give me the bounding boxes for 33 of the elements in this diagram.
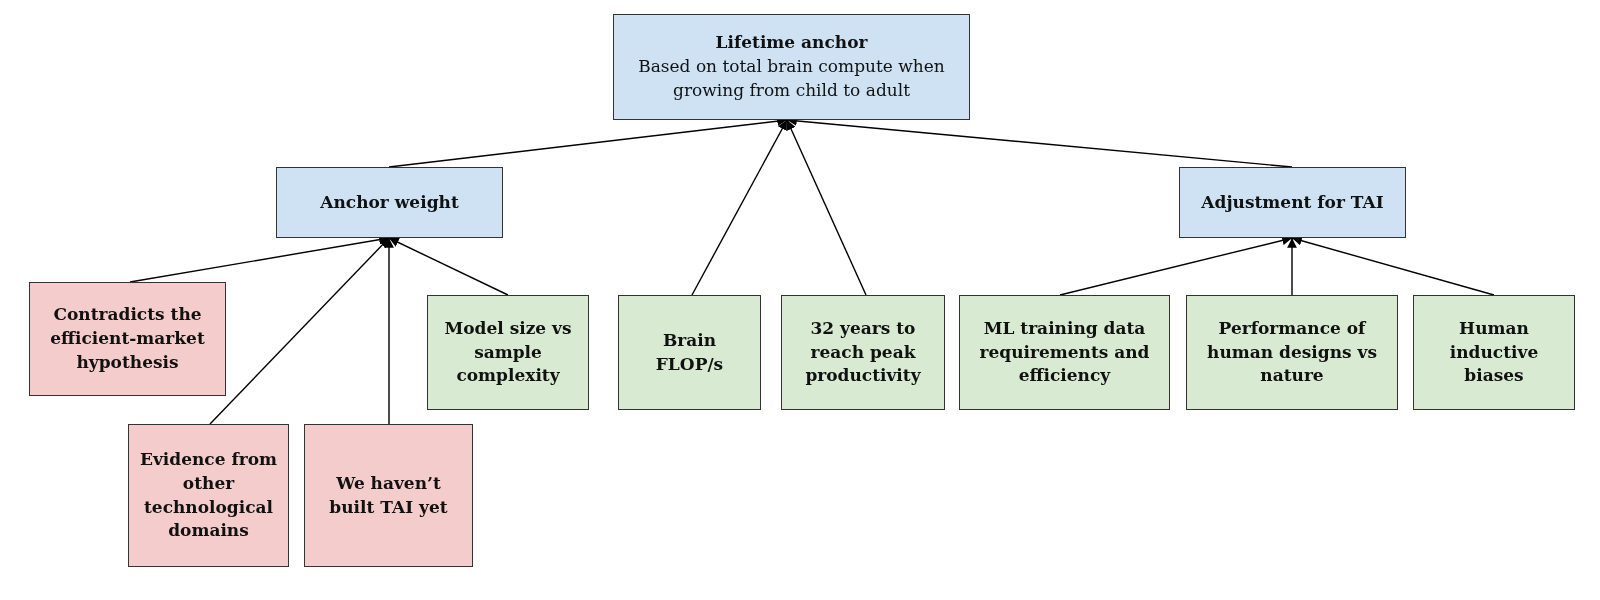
node-title: ML training data requirements and efficiency — [978, 316, 1151, 388]
arrow — [1059, 235, 1293, 296]
arrow — [691, 119, 788, 296]
factor-box — [1186, 295, 1398, 410]
factor-box — [959, 295, 1170, 410]
category-box — [276, 167, 503, 238]
node-description: Based on total brain compute when growing from child to adult — [637, 55, 946, 102]
factor-box — [618, 295, 761, 410]
node-title: We haven’t built TAI yet — [328, 471, 449, 519]
category-box — [1179, 167, 1406, 238]
factor-box — [781, 295, 945, 410]
factor-box — [304, 424, 473, 567]
node-title: Evidence from other technological domains — [138, 447, 278, 543]
node-title: Contradicts the efficient-market hypothesis — [49, 303, 206, 374]
factor-box — [1413, 295, 1575, 410]
arrow — [209, 237, 390, 425]
node-title: Human inductive biases — [1448, 316, 1540, 388]
node-title: Brain FLOP/s — [654, 328, 725, 376]
node-title: Lifetime anchor — [715, 31, 868, 55]
arrow — [1291, 235, 1495, 296]
arrow — [384, 237, 394, 425]
factor-box — [29, 282, 226, 396]
factor-box — [128, 424, 289, 567]
node-title: 32 years to reach peak productivity — [804, 316, 922, 388]
arrow — [1287, 237, 1297, 296]
node-title: Anchor weight — [320, 190, 459, 214]
node-title: Model size vs sample complexity — [443, 316, 573, 388]
node-title: Performance of human designs vs nature — [1206, 316, 1378, 388]
arrow — [388, 237, 509, 296]
factor-box — [427, 295, 589, 410]
node-title: Adjustment for TAI — [1201, 190, 1384, 214]
arrow — [786, 119, 867, 296]
category-box — [613, 14, 970, 120]
